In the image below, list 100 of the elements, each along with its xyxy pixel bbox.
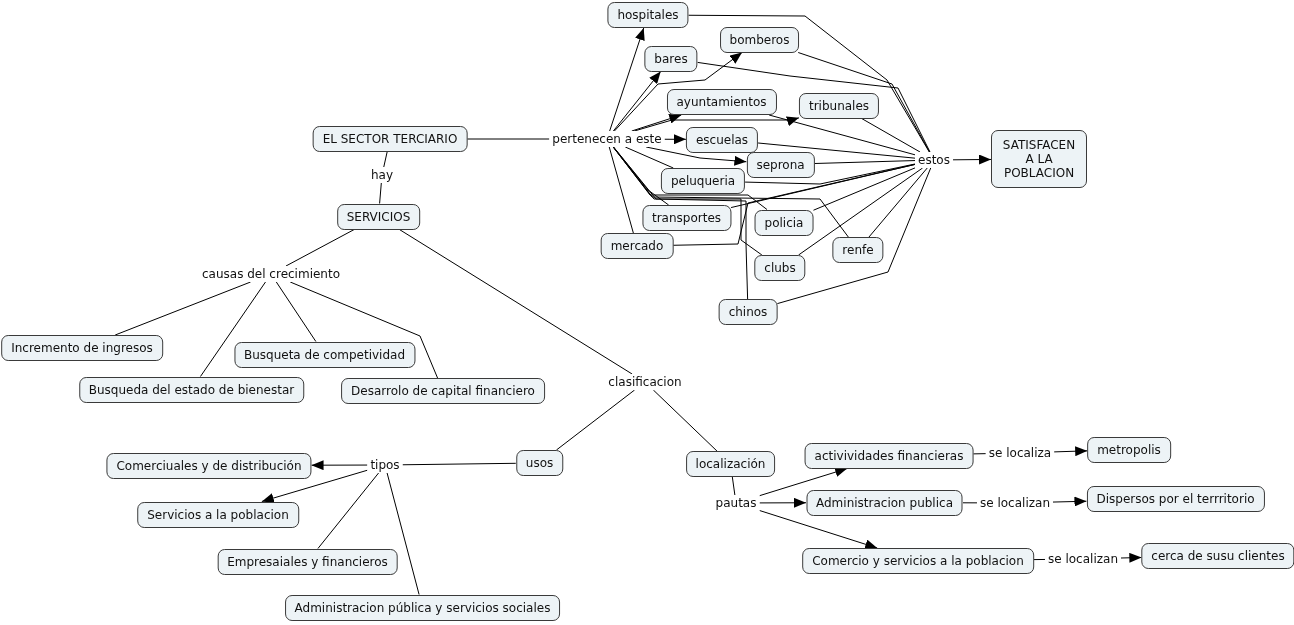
arrow	[758, 467, 848, 497]
concept-label: SERVICIOS	[346, 209, 411, 224]
concept-label: metropolis	[1097, 442, 1161, 457]
concept-box	[754, 255, 806, 281]
concept-box	[336, 203, 421, 230]
arrow	[1120, 552, 1142, 563]
connector-line	[688, 14, 930, 153]
connector-line	[398, 229, 633, 375]
arrow	[631, 113, 682, 132]
concept-box	[666, 89, 777, 115]
connector-line	[275, 281, 317, 342]
concept-label: cerca de susu clientes	[1151, 548, 1285, 563]
concept-box	[600, 233, 674, 259]
connector-line	[386, 472, 420, 595]
concept-label: Busqueta de competividad	[243, 347, 406, 362]
arrow	[645, 146, 747, 166]
arrow	[758, 497, 807, 508]
connector-line	[383, 151, 388, 168]
concept-box	[607, 2, 689, 28]
concept-label: transportes	[651, 211, 722, 225]
concept-label: Dispersos por el terrritorio	[1096, 492, 1255, 506]
concept-label: Servicios a la poblacion	[147, 507, 289, 522]
arrow	[311, 460, 368, 471]
concept-label: activividades financieras	[814, 448, 964, 463]
concept-box	[515, 450, 564, 476]
connector-line	[757, 142, 916, 159]
concept-label: localización	[695, 457, 766, 471]
concept-box	[804, 442, 974, 469]
connector-line	[555, 389, 636, 451]
concept-box	[1, 335, 163, 361]
arrow	[633, 116, 800, 132]
concept-box	[1087, 436, 1171, 463]
concept-box	[660, 168, 746, 194]
concept-label: seprona	[756, 157, 805, 172]
connector-line	[608, 146, 634, 234]
concept-box	[806, 489, 963, 516]
connector-line	[466, 138, 550, 140]
concept-label: Busqueda del estado de bienestar	[88, 382, 295, 397]
concept-box	[1086, 486, 1265, 512]
concept-label: Empresaiales y financieros	[227, 554, 388, 569]
connector-line	[962, 502, 978, 504]
concept-box	[1141, 542, 1294, 569]
connector-line	[797, 52, 931, 153]
concept-label: Desarrolo de capital financiero	[351, 384, 535, 398]
concept-label: policia	[764, 215, 804, 230]
concept-box	[685, 451, 776, 477]
linking-phrase: tipos	[367, 457, 403, 473]
connector-line	[317, 472, 380, 549]
connector-line	[972, 453, 987, 455]
connector-line	[624, 146, 674, 169]
connector-line	[672, 163, 916, 246]
concept-box	[641, 205, 732, 231]
connector-line	[744, 163, 916, 185]
concept-box	[233, 341, 416, 368]
concept-label: clubs	[764, 261, 796, 275]
connector-line	[285, 229, 355, 267]
arrow	[952, 154, 992, 165]
arrow	[261, 469, 368, 503]
concept-box	[832, 237, 884, 263]
connector-line	[868, 167, 928, 238]
connector-line	[652, 389, 718, 452]
connector-line	[776, 167, 932, 305]
arrow	[1053, 446, 1088, 457]
connector-line	[768, 114, 916, 156]
concept-box	[312, 126, 468, 152]
connector-line	[612, 146, 768, 210]
concept-label: renfe	[842, 243, 874, 257]
connector-line	[379, 182, 382, 204]
connector-line	[731, 476, 736, 496]
concept-box	[341, 378, 545, 404]
connector-line	[402, 462, 517, 466]
concept-box	[106, 452, 312, 479]
concept-box	[137, 501, 299, 528]
concept-box	[798, 92, 880, 119]
connector-line	[612, 146, 763, 256]
connector-line	[814, 160, 916, 164]
concept-label: hospitales	[617, 8, 679, 22]
connector-line	[861, 118, 921, 153]
concept-label: ayuntamientos	[676, 95, 767, 109]
concept-label: tribunales	[808, 98, 870, 113]
concept-box	[718, 299, 778, 325]
concept-box	[991, 130, 1087, 188]
concept-label: usos	[525, 456, 554, 470]
connector-line	[199, 281, 266, 377]
linking-phrase: pertenecen a este	[549, 131, 665, 147]
concept-label: SATISFACEN A LA POBLACION	[1001, 138, 1077, 180]
concept-label: escuelas	[695, 132, 749, 147]
connector-line	[812, 167, 916, 211]
connector-line	[798, 167, 924, 256]
linking-phrase: causas del crecimiento	[199, 266, 343, 282]
concept-label: Comerciuales y de distribución	[116, 458, 302, 473]
concept-box	[284, 594, 561, 621]
concept-box	[802, 548, 1034, 574]
concept-box	[746, 151, 815, 178]
concept-box	[754, 209, 814, 236]
concept-box	[217, 548, 398, 575]
concept-box	[644, 45, 698, 72]
concept-label: chinos	[728, 305, 768, 319]
concept-label: peluqueria	[670, 174, 736, 188]
concept-label: Administracion pública y servicios sociales	[294, 600, 551, 615]
